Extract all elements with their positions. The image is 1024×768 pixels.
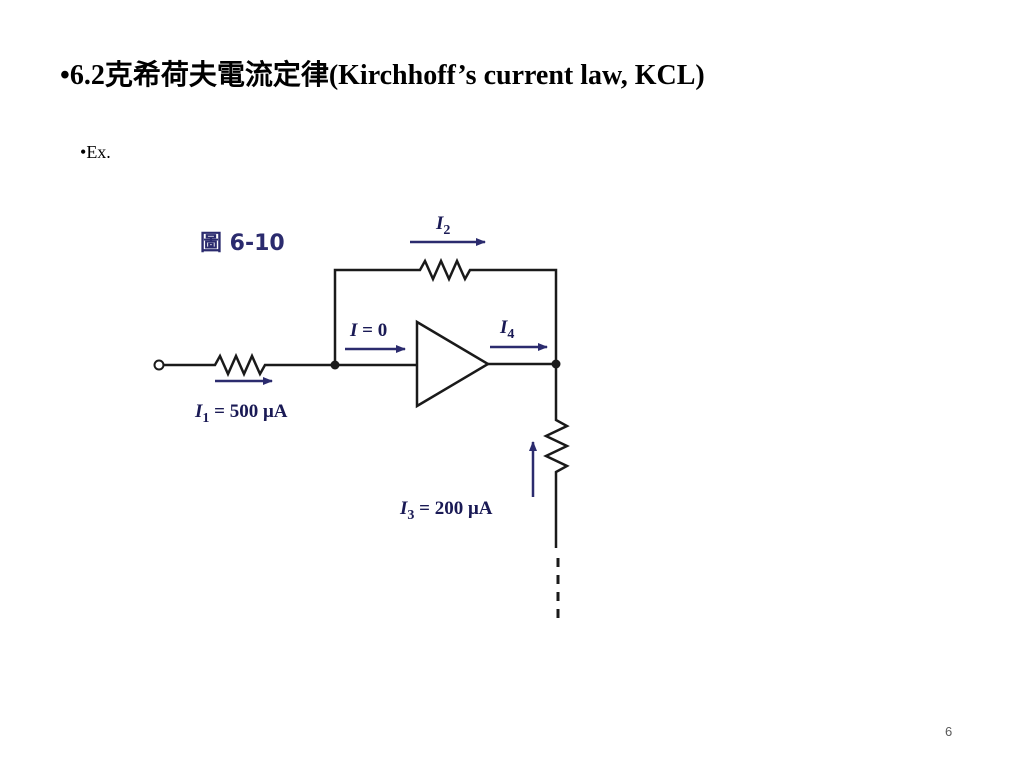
- i1-label: I1 = 500 μA: [194, 401, 288, 426]
- page-number: 6: [945, 724, 953, 739]
- opamp-triangle: [415, 319, 491, 409]
- sub-bullet: •: [80, 142, 87, 162]
- input-resistor-wire: [164, 352, 335, 378]
- example-line: •Ex.: [80, 140, 111, 164]
- title-bullet: •: [60, 60, 70, 91]
- i-zero-label: I = 0: [349, 320, 387, 341]
- input-terminal: [153, 359, 165, 371]
- title-text: 6.2克希荷夫電流定律(Kirchhoff’s current law, KCL…: [69, 60, 705, 91]
- i3-label: I3 = 200 μA: [399, 498, 493, 523]
- i4-label: I4: [499, 317, 514, 342]
- ground-resistor-wire: [543, 364, 570, 548]
- example-text: Ex.: [86, 142, 111, 162]
- figure-label: 圖 6-10: [200, 231, 285, 256]
- slide-title: •6.2克希荷夫電流定律(Kirchhoff’s current law, KC…: [60, 56, 705, 96]
- feedback-resistor-wire: [333, 257, 558, 365]
- i2-label: I2: [435, 213, 450, 238]
